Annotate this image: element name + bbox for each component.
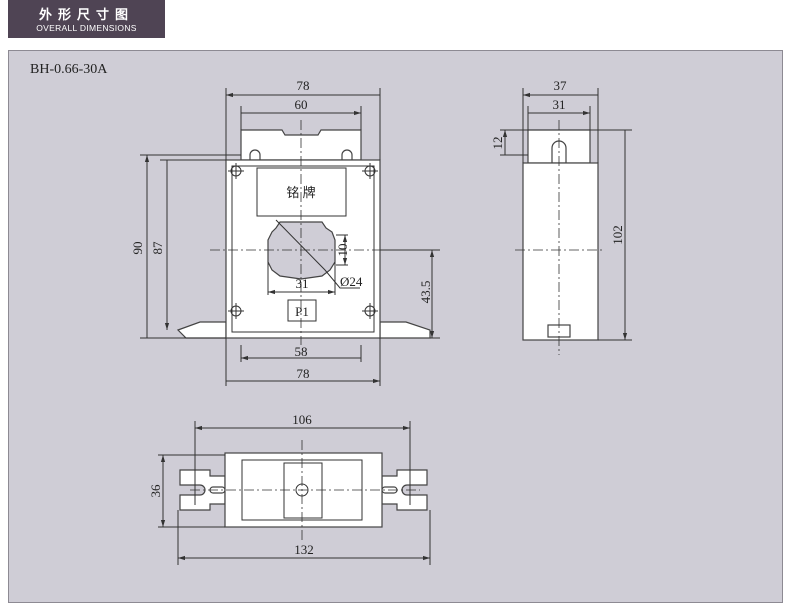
dim-bottom-132: 132 [294, 542, 314, 557]
dim-front-90: 90 [130, 242, 145, 255]
dim-front-78-bottom: 78 [297, 366, 310, 381]
dim-front-10: 10 [335, 244, 350, 257]
front-view: 铭 牌 P1 78 60 90 87 10 Ø24 31 43.5 58 78 [130, 78, 440, 386]
section-header: 外形尺寸图 OVERALL DIMENSIONS [8, 0, 165, 38]
dim-side-12: 12 [490, 137, 505, 150]
dim-side-31: 31 [553, 97, 566, 112]
dim-front-60: 60 [295, 97, 308, 112]
dim-side-102: 102 [610, 225, 625, 245]
dim-front-diameter: Ø24 [340, 274, 363, 289]
dim-bottom-106: 106 [292, 412, 312, 427]
bottom-view: 106 36 132 [148, 412, 431, 565]
dim-front-78-top: 78 [297, 78, 310, 93]
terminal-label: P1 [295, 304, 309, 319]
dim-front-31: 31 [296, 276, 309, 291]
terminal-p1 [287, 299, 317, 322]
header-subtitle: OVERALL DIMENSIONS [36, 23, 137, 33]
dim-front-58: 58 [295, 344, 308, 359]
header-title: 外形尺寸图 [38, 8, 134, 23]
model-label: BH-0.66-30A [30, 62, 108, 77]
side-view: 37 31 12 102 [490, 78, 632, 355]
dim-front-43-5: 43.5 [418, 281, 433, 304]
dim-bottom-36: 36 [148, 484, 163, 498]
dim-front-87: 87 [150, 241, 165, 255]
nameplate [256, 167, 347, 217]
window-hole [267, 221, 336, 280]
mounting-holes [228, 163, 378, 319]
dim-side-37: 37 [554, 78, 568, 93]
